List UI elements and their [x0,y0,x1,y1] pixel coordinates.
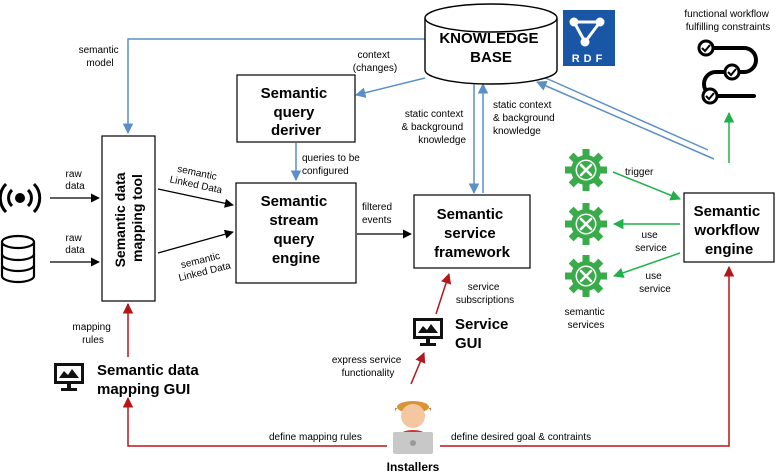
define-goal-label: define desired goal & contraints [451,432,591,443]
linked-data-arrow-1 [157,188,234,208]
use-service-label-1: use service [635,230,667,254]
semantic-data-mapping-gui: Semantic data mapping GUI [97,362,203,398]
semantic-workflow-engine: Semantic workflow engine [683,192,775,263]
semantic-model-label: semantic model [79,45,122,69]
linked-data-label-1: semantic Linked Data [169,163,226,197]
filtered-events-label: filtered events [362,202,395,226]
context-changes-label: context (changes) [353,50,397,74]
context-changes-arrow [354,77,426,98]
define-mapping-rules-arrow [122,396,387,447]
semantic-data-mapping-tool: Semantic data mapping tool [101,135,156,302]
installer-person-icon [393,401,433,454]
workflow-to-kb-arrow-2 [536,80,715,160]
monitor-icon [413,318,443,346]
knowledge-base-label: KNOWLEDGE BASE [439,30,542,66]
mapping-rules-label: mapping rules [72,322,113,346]
svg-text:Semantic workflow: Semantic workflow engine [693,203,764,258]
svg-text:Semantic service f: Semantic service framework [434,206,511,261]
express-functionality-arrow [410,352,426,385]
service-subscriptions-arrow [435,273,452,315]
monitor-icon [54,363,84,391]
trigger-label: trigger [625,167,654,178]
trigger-arrow [612,171,681,201]
raw-data-label-2: raw data [65,233,85,256]
sensor-icon [0,182,42,214]
express-functionality-label: express service functionality [332,355,404,379]
service-gui: Service GUI [455,316,513,352]
semantic-model-arrow [122,38,425,135]
svg-text:Semantic data mapping to: Semantic data mapping tool [112,169,145,268]
svg-text:Semantic query der: Semantic query deriver [261,85,332,139]
workflow-output-label: functional workflow fulfilling constrain… [684,9,771,33]
semantic-services-label: semantic services [565,307,608,331]
rdf-logo-text: RDF [572,53,607,65]
static-context-label-1: static context & background knowledge [402,109,467,146]
queries-configured-label: queries to be configured [302,153,363,177]
service-subscriptions-label: service subscriptions [456,282,514,306]
installers-label: Installers [387,460,440,474]
semantic-stream-query-engine: Semantic stream query engine [235,182,357,284]
define-mapping-rules-label: define mapping rules [269,432,362,443]
use-service-arrow-2 [613,252,681,278]
knowledge-base: KNOWLEDGE BASE [424,3,558,85]
linked-data-arrow-2 [157,229,234,254]
workflow-to-kb-arrow-1 [531,71,709,151]
semantic-service-framework: Semantic service framework [413,194,531,269]
use-service-label-2: use service [639,271,671,295]
define-goal-arrow [440,265,735,447]
semantic-query-deriver: Semantic query deriver [236,74,356,143]
rdf-logo-icon: RDF [563,10,615,66]
gear-icon [563,201,609,247]
svg-text:Semantic data mapping GU: Semantic data mapping GUI [97,362,203,398]
gear-icon [563,253,609,299]
database-icon [0,234,36,284]
static-context-label-2: static context & background knowledge [493,100,558,137]
linked-data-label-2: semantic Linked Data [175,249,233,284]
workflow-icon [697,39,758,105]
gear-icon [563,147,609,193]
raw-data-label-1: raw data [65,169,85,192]
svg-text:Semantic stream qu: Semantic stream query engine [261,193,332,267]
svg-text:Service GUI: Service GUI [455,316,513,352]
